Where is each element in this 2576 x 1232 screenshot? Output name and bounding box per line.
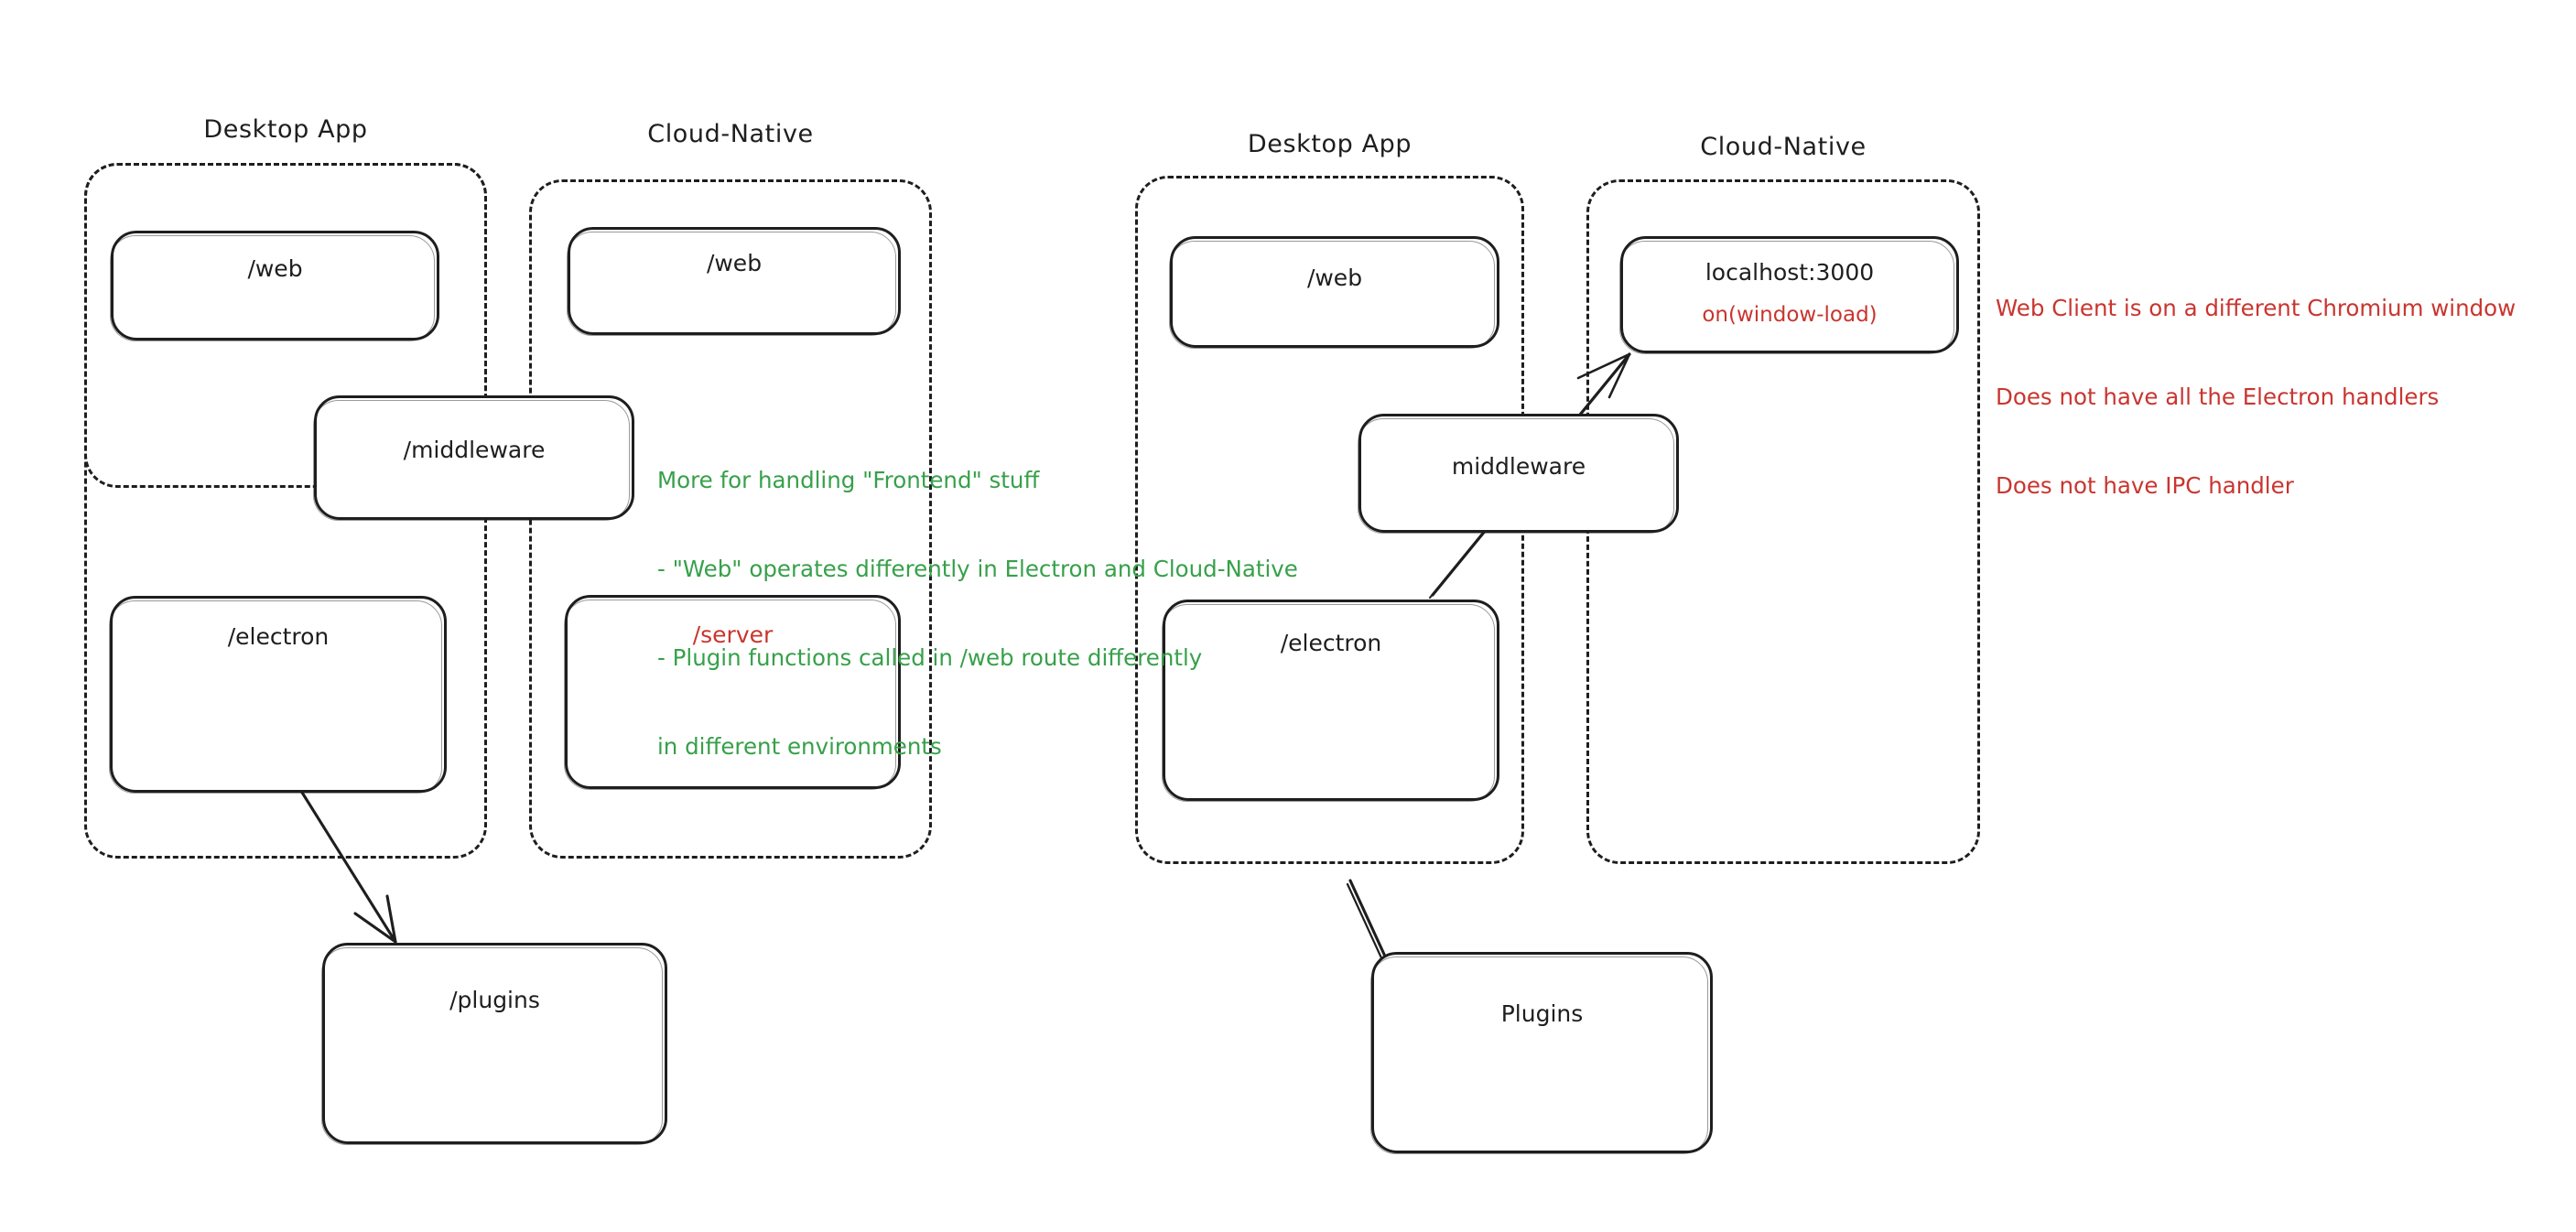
node-left-middleware[interactable]: /middleware: [313, 395, 634, 521]
annotation-red-note: Web Client is on a different Chromium wi…: [1996, 234, 2516, 560]
node-left-plugins-label: /plugins: [449, 987, 540, 1013]
node-right-electron-label: /electron: [1280, 630, 1382, 656]
node-left-electron-label: /electron: [227, 623, 330, 650]
node-left-middleware-label: /middleware: [403, 437, 546, 463]
node-right-plugins[interactable]: Plugins: [1370, 952, 1713, 1154]
node-right-plugins-label: Plugins: [1500, 1000, 1584, 1027]
annotation-green-line-3: - Plugin functions called in /web route …: [657, 643, 1203, 671]
annotation-red-line-3: Does not have IPC handler: [1996, 471, 2294, 499]
node-left-web-cloud-native[interactable]: /web: [567, 227, 901, 336]
node-left-electron[interactable]: /electron: [109, 596, 447, 794]
annotation-green-note: More for handling "Frontend" stuff - "We…: [657, 406, 1298, 821]
node-right-electron[interactable]: /electron: [1162, 600, 1499, 802]
node-left-web-label: /web: [247, 255, 303, 282]
annotation-green-line-2: - "Web" operates differently in Electron…: [657, 555, 1298, 582]
annotation-red-line-1: Web Client is on a different Chromium wi…: [1996, 294, 2516, 321]
annotation-green-line-1: More for handling "Frontend" stuff: [657, 466, 1040, 493]
group-label-left-cloud-native: Cloud-Native: [647, 120, 814, 148]
node-right-middleware[interactable]: middleware: [1358, 414, 1679, 534]
group-label-right-cloud-native: Cloud-Native: [1700, 133, 1867, 161]
node-left-web-cloud-native-label: /web: [706, 250, 763, 276]
node-right-localhost[interactable]: localhost:3000 on(window-load): [1619, 236, 1959, 354]
group-label-right-desktop-app: Desktop App: [1247, 130, 1412, 158]
node-left-plugins[interactable]: /plugins: [321, 943, 667, 1145]
group-label-left-desktop-app: Desktop App: [203, 115, 368, 144]
node-left-server-label: /server: [692, 621, 774, 648]
node-right-localhost-sublabel: on(window-load): [1702, 303, 1878, 327]
node-right-localhost-label: localhost:3000: [1705, 259, 1875, 286]
node-left-web[interactable]: /web: [110, 231, 439, 341]
node-left-server[interactable]: /server: [564, 595, 901, 790]
node-right-web-label: /web: [1306, 265, 1363, 291]
node-right-web[interactable]: /web: [1169, 236, 1499, 349]
annotation-red-line-2: Does not have all the Electron handlers: [1996, 383, 2440, 410]
node-right-middleware-label: middleware: [1451, 453, 1586, 480]
annotation-green-line-4: in different environments: [657, 732, 942, 760]
